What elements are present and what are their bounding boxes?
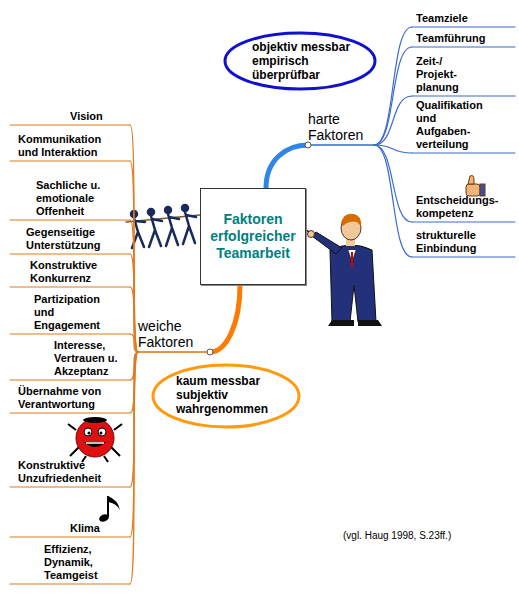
node-text: Sachliche u. emotionale Offenheit bbox=[36, 179, 110, 218]
connector-stroke bbox=[412, 256, 515, 257]
node-text: Klima bbox=[70, 522, 100, 535]
connector-stroke bbox=[412, 221, 515, 222]
connector-stroke bbox=[412, 26, 515, 27]
connector-stroke bbox=[10, 379, 130, 380]
connector-stroke bbox=[130, 254, 138, 352]
connector-stroke bbox=[130, 161, 138, 352]
connector-stroke bbox=[10, 536, 130, 537]
connector-stroke bbox=[412, 95, 515, 96]
node-text: Konstruktive Unzufriedenheit bbox=[18, 459, 101, 485]
connector-stroke bbox=[374, 47, 412, 145]
node-text: Übernahme von Verantwortung bbox=[18, 385, 110, 411]
soft-factor: Kommunikation und Interaktion bbox=[10, 133, 130, 161]
hard-factor: Teamziele bbox=[412, 12, 515, 27]
node-text: Effizienz, Dynamik, Teamgeist bbox=[44, 543, 98, 582]
hard-factor: Entscheidungs- kompetenz bbox=[412, 194, 515, 222]
soft-factor: Vision bbox=[10, 110, 130, 125]
junction-dot bbox=[207, 349, 213, 355]
connector-stroke bbox=[10, 486, 130, 487]
connector-stroke bbox=[308, 144, 374, 146]
rope-pullers bbox=[126, 205, 200, 248]
central-box: Faktoren erfolgreicher Teamarbeit bbox=[200, 188, 306, 285]
connector-stroke bbox=[130, 352, 138, 584]
hard-factor: Qualifikation und Aufgaben- verteilung bbox=[412, 99, 515, 153]
hard-factor: strukturelle Einbindung bbox=[412, 229, 515, 257]
callout-ellipse: objektiv messbar empirisch überprüfbar bbox=[222, 30, 378, 92]
soft-factor: Gegenseitige Unterstützung bbox=[10, 226, 130, 254]
red-smiley bbox=[68, 417, 122, 462]
connector-stroke bbox=[138, 351, 210, 353]
connector-stroke bbox=[10, 333, 130, 334]
source-note: (vgl. Haug 1998, S.23ff.) bbox=[343, 530, 451, 541]
branch-connector bbox=[10, 125, 138, 352]
soft-factor: Sachliche u. emotionale Offenheit bbox=[10, 179, 130, 220]
connector-stroke bbox=[374, 27, 412, 145]
connector-stroke bbox=[10, 412, 130, 413]
node-text: Interesse, Vertrauen u. Akzeptanz bbox=[54, 339, 130, 378]
connector-stroke bbox=[130, 287, 138, 352]
connector-stroke bbox=[266, 145, 308, 188]
soft-factor: Konstruktive Unzufriedenheit bbox=[10, 459, 130, 487]
branch-connector bbox=[138, 285, 240, 355]
pointing-man bbox=[305, 214, 382, 326]
branch-connector bbox=[10, 352, 138, 537]
connector-stroke bbox=[10, 583, 130, 584]
branch-connector bbox=[266, 142, 374, 188]
branch-connector bbox=[10, 352, 138, 584]
node-text: Gegenseitige Unterstützung bbox=[26, 226, 101, 252]
hard-factor: Zeit-/ Projekt- planung bbox=[412, 55, 515, 96]
node-text: kaum messbar subjektiv wahrgenommen bbox=[176, 374, 284, 416]
soft-factor: Übernahme von Verantwortung bbox=[10, 385, 130, 413]
callout-ellipse: kaum messbar subjektiv wahrgenommen bbox=[150, 362, 302, 430]
soft-factor: Klima bbox=[10, 522, 130, 537]
node-text: Partizipation und Engagement bbox=[34, 293, 100, 332]
branch-connector bbox=[10, 220, 138, 352]
node-text: Zeit-/ Projekt- planung bbox=[416, 55, 459, 94]
node-text: harte Faktoren bbox=[308, 111, 363, 143]
branch-connector bbox=[374, 145, 515, 257]
connector-stroke bbox=[130, 220, 138, 352]
node-text: Konstruktive Konkurrenz bbox=[30, 259, 97, 285]
node-text: Teamführung bbox=[416, 32, 485, 45]
connector-stroke bbox=[374, 145, 412, 222]
soft-factor: Partizipation und Engagement bbox=[10, 293, 130, 334]
soft-factor: Effizienz, Dynamik, Teamgeist bbox=[10, 543, 130, 584]
music-note bbox=[98, 496, 120, 523]
connector-stroke bbox=[210, 285, 240, 352]
connector-stroke bbox=[130, 334, 138, 352]
connector-stroke bbox=[10, 160, 130, 161]
connector-stroke bbox=[10, 253, 130, 254]
connector-stroke bbox=[10, 219, 130, 220]
node-text: objektiv messbar empirisch überprüfbar bbox=[252, 40, 364, 82]
node-text: Teamziele bbox=[416, 12, 468, 25]
connector-stroke bbox=[374, 145, 412, 257]
node-text: Qualifikation und Aufgaben- verteilung bbox=[416, 99, 483, 151]
branch-label: harte Faktoren bbox=[308, 111, 374, 145]
node-text: Vision bbox=[70, 110, 103, 123]
connector-stroke bbox=[10, 286, 130, 287]
branch-label: weiche Faktoren bbox=[138, 318, 210, 352]
branch-connector bbox=[10, 254, 138, 352]
branch-connector bbox=[374, 145, 515, 222]
node-text: Faktoren erfolgreicher Teamarbeit bbox=[210, 211, 296, 262]
connector-stroke bbox=[412, 46, 515, 47]
node-text: strukturelle Einbindung bbox=[416, 229, 476, 255]
connector-stroke bbox=[412, 152, 515, 153]
thumbs-up bbox=[466, 176, 485, 197]
connector-stroke bbox=[10, 124, 130, 125]
soft-factor: Konstruktive Konkurrenz bbox=[10, 259, 130, 287]
branch-connector bbox=[10, 161, 138, 352]
node-text: weiche Faktoren bbox=[138, 318, 193, 350]
hard-factor: Teamführung bbox=[412, 32, 515, 47]
node-text: Kommunikation und Interaktion bbox=[18, 133, 101, 159]
node-text: Entscheidungs- kompetenz bbox=[416, 194, 499, 220]
connector-stroke bbox=[374, 96, 412, 145]
connector-stroke bbox=[130, 125, 138, 352]
soft-factor: Interesse, Vertrauen u. Akzeptanz bbox=[10, 339, 130, 380]
